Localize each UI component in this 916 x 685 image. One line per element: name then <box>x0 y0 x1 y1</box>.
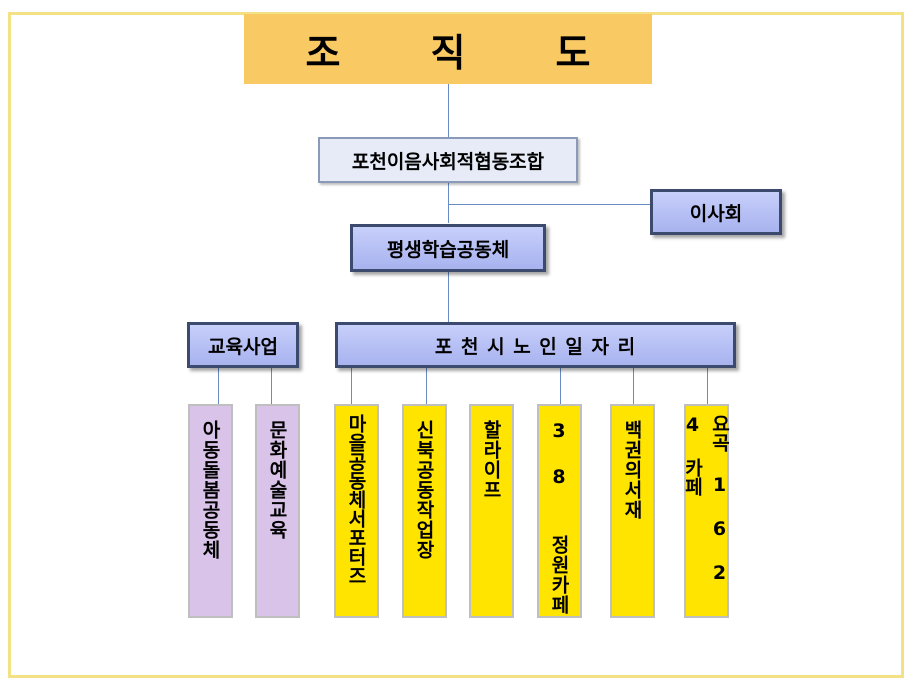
title-char-3: 도 <box>555 30 591 75</box>
jobs-box: 포 천 시 노 인 일 자 리 <box>335 322 736 368</box>
job-item-2: 신북공동작업장 <box>402 404 447 618</box>
connector-org-community <box>448 183 449 223</box>
connector-community-jobs <box>448 272 449 322</box>
connector-job-2 <box>426 368 427 405</box>
connector-edu-2 <box>271 368 272 405</box>
connector-title-org <box>448 84 449 137</box>
border-frame <box>8 12 904 678</box>
job-item-6: 요곡 1 6 2 4 카페 <box>682 404 731 618</box>
connector-board <box>448 204 650 205</box>
community-box: 평생학습공동체 <box>350 224 546 272</box>
title-char-2: 직 <box>430 30 466 75</box>
job-item-4: 3 8 정원카페 <box>537 404 582 618</box>
job-item-5: 백권의서재 <box>610 404 655 618</box>
org-name-box: 포천이음사회적협동조합 <box>318 137 578 183</box>
education-item-1: 아동돌봄공동체 <box>188 404 233 618</box>
job-item-1: 마을공동체서포터즈 <box>334 404 379 618</box>
job-item-3: 할라이프 <box>469 404 514 618</box>
connector-job-5 <box>633 368 634 405</box>
connector-job-6 <box>707 368 708 405</box>
page-title: 조 직 도 <box>244 14 652 84</box>
education-item-2: 문화예술교육 <box>255 404 300 618</box>
title-char-1: 조 <box>305 30 341 75</box>
connector-job-1 <box>351 368 352 405</box>
board-box: 이사회 <box>650 189 782 235</box>
connector-edu-1 <box>218 368 219 405</box>
education-box: 교육사업 <box>187 322 299 368</box>
connector-job-4 <box>560 368 561 405</box>
